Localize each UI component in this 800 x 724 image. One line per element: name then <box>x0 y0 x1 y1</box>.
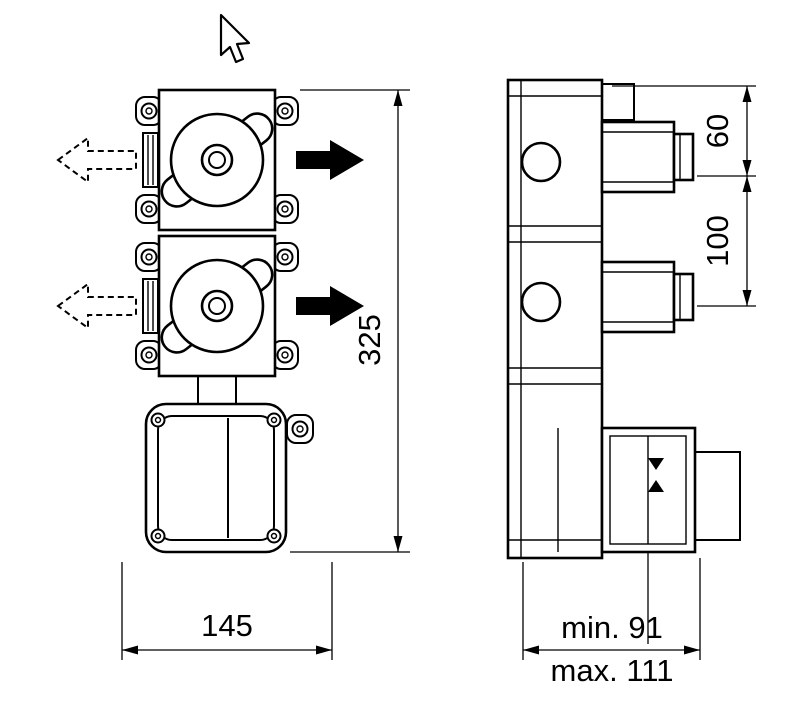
side-view <box>506 78 741 560</box>
dimension-offset-top: 60 <box>612 85 756 177</box>
dimension-offset-top-label: 60 <box>700 114 735 148</box>
dimension-depth-max-label: max. 111 <box>551 653 674 688</box>
front-view <box>56 90 364 554</box>
mouse-pointer-icon <box>219 13 251 64</box>
valve-stem-bottom <box>600 260 695 334</box>
dashed-arrow-left-icon <box>56 136 137 184</box>
bottom-housing <box>557 426 741 554</box>
dimension-depth-min-label: min. 91 <box>561 610 663 645</box>
dimension-spacing: 100 <box>697 176 756 307</box>
bottom-module <box>144 377 314 554</box>
dimension-height: 325 <box>290 89 410 553</box>
dimension-width: 145 <box>121 562 333 660</box>
valve-module-middle <box>136 236 298 376</box>
solid-arrow-right-icon <box>296 140 364 180</box>
dimension-width-label: 145 <box>201 608 253 643</box>
valve-stem-top <box>600 120 695 194</box>
dashed-arrow-left-icon <box>56 282 137 330</box>
dimension-depth: min. 91 max. 111 <box>522 552 701 688</box>
solid-arrow-right-icon <box>296 286 364 326</box>
dimension-height-label: 325 <box>352 314 387 366</box>
valve-module-top <box>136 90 298 230</box>
dimension-spacing-label: 100 <box>700 215 735 267</box>
